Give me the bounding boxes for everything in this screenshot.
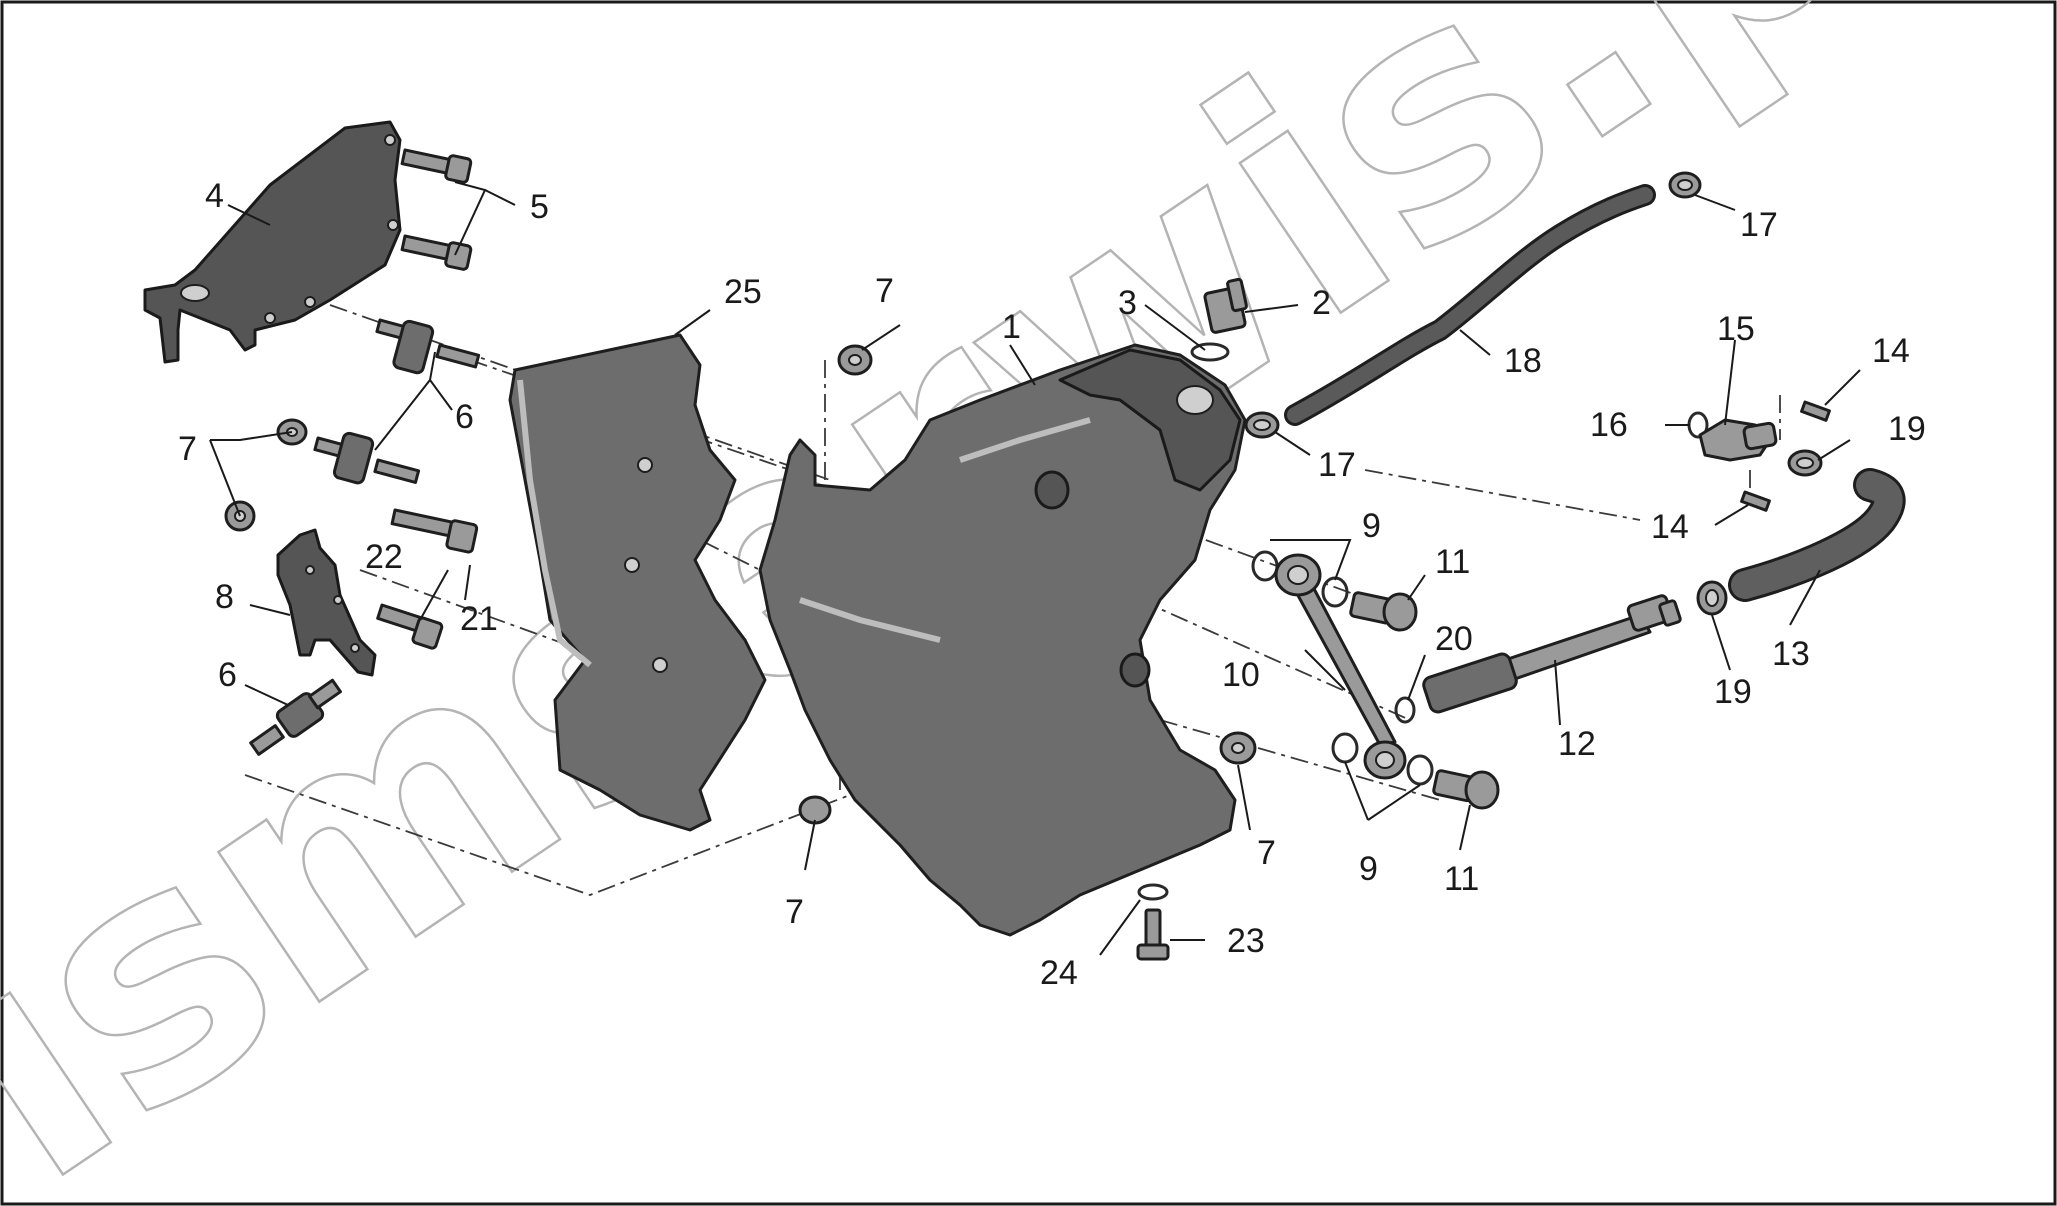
part-4-bracket [143, 120, 402, 364]
label-6b: 6 [218, 656, 237, 694]
label-5: 5 [530, 188, 549, 226]
label-1: 1 [1002, 308, 1021, 346]
label-20: 20 [1435, 620, 1473, 658]
label-19a: 19 [1888, 410, 1926, 448]
parts-23-24-drain-bolt [1136, 883, 1170, 961]
part-8-bracket [276, 528, 377, 677]
parts-12-20-filter [1394, 594, 1682, 724]
label-7c: 7 [785, 893, 804, 931]
leader-lines [209, 181, 1861, 956]
label-24: 24 [1040, 954, 1078, 992]
label-9b: 9 [1359, 850, 1378, 888]
label-7d: 7 [1257, 834, 1276, 872]
label-11b: 11 [1444, 860, 1479, 898]
label-18: 18 [1504, 342, 1542, 380]
part-labels: 1 2 3 4 5 6 6 7 7 7 7 8 9 9 10 11 11 12 … [178, 177, 1926, 992]
label-10: 10 [1222, 656, 1260, 694]
label-25: 25 [724, 273, 762, 311]
part-25-heat-shield [508, 333, 767, 832]
part-19-clamps [1696, 449, 1823, 616]
part-13-hose [1728, 468, 1906, 602]
label-17b: 17 [1318, 446, 1356, 484]
label-14a: 14 [1872, 332, 1910, 370]
label-14b: 14 [1651, 508, 1689, 546]
label-11a: 11 [1435, 543, 1470, 581]
part-6-silent-blocks [249, 318, 481, 756]
label-21: 21 [460, 600, 498, 638]
part-17-clamps [1244, 171, 1702, 439]
part-5-screws [400, 148, 473, 271]
label-17a: 17 [1740, 206, 1778, 244]
parts-21-22-bolts [376, 508, 479, 650]
parts-14-15-16-fitting [1687, 400, 1831, 512]
label-4: 4 [205, 177, 224, 215]
label-7a: 7 [875, 272, 894, 310]
parts-9-10-11-union [1251, 550, 1500, 810]
parts-2-3-cap [1190, 277, 1248, 362]
label-3: 3 [1118, 284, 1137, 322]
label-13: 13 [1772, 635, 1810, 673]
label-7b: 7 [178, 430, 197, 468]
label-2: 2 [1312, 284, 1331, 322]
label-22: 22 [365, 538, 403, 576]
label-6a: 6 [455, 398, 474, 436]
label-23: 23 [1227, 922, 1265, 960]
label-8: 8 [215, 578, 234, 616]
part-18-hose [1284, 184, 1656, 426]
label-12: 12 [1558, 725, 1596, 763]
part-1-oil-tank [758, 343, 1247, 937]
label-9a: 9 [1362, 507, 1381, 545]
label-15: 15 [1717, 310, 1755, 348]
label-16: 16 [1590, 406, 1628, 444]
label-19b: 19 [1714, 673, 1752, 711]
